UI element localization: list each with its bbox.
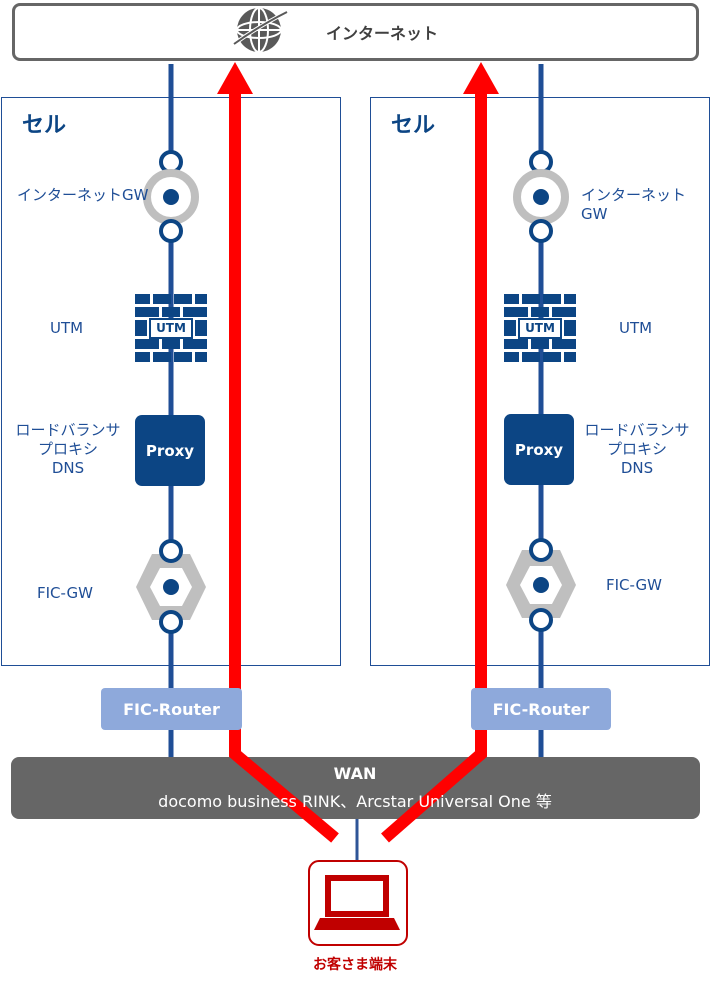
fic-gw-label-left: FIC-GW bbox=[37, 584, 93, 602]
utm-firewall-icon-left bbox=[135, 294, 207, 362]
utm-label-right: UTM bbox=[619, 319, 653, 337]
proxy-icon-left: Proxy bbox=[135, 415, 205, 486]
customer-terminal-label: お客さま端末 bbox=[313, 957, 397, 973]
load-balancer-text: ロードバランサ bbox=[15, 421, 121, 439]
flow-line-right bbox=[381, 90, 487, 843]
flow-line-left bbox=[229, 90, 339, 843]
dns-text: DNS bbox=[620, 459, 654, 477]
proxy-icon-right: Proxy bbox=[504, 414, 574, 485]
fic-gw-icon-left bbox=[136, 539, 206, 634]
internet-box bbox=[12, 3, 699, 61]
internet-gw-label-left: インターネットGW bbox=[17, 186, 149, 204]
cell-title-right: セル bbox=[391, 113, 436, 138]
fic-router-left: FIC-Router bbox=[101, 688, 242, 730]
utm-firewall-icon-right bbox=[504, 294, 576, 362]
internet-label: インターネット bbox=[325, 24, 438, 43]
fic-gw-label-right: FIC-GW bbox=[606, 576, 662, 594]
wan-subtitle: docomo business RINK、Arcstar Universal O… bbox=[158, 792, 552, 811]
proxy-label-left: ロードバランサ プロキシ DNS bbox=[12, 421, 124, 478]
dns-text: DNS bbox=[51, 459, 85, 477]
cell-title-left: セル bbox=[22, 113, 67, 138]
arrow-head-right bbox=[463, 62, 499, 94]
wan-title: WAN bbox=[333, 764, 377, 783]
proxy-text: プロキシ bbox=[37, 440, 98, 458]
utm-icon-text-left: UTM bbox=[156, 321, 186, 335]
traffic-flow-arrows bbox=[217, 62, 499, 843]
internet-gw-label-right: インターネットGW bbox=[581, 186, 687, 223]
utm-icon-text-right: UTM bbox=[525, 321, 555, 335]
internet-gw-icon-right bbox=[513, 150, 569, 243]
fic-gw-icon-right bbox=[506, 538, 576, 632]
wan-box bbox=[11, 757, 700, 819]
fic-router-right: FIC-Router bbox=[471, 688, 611, 730]
utm-label-left: UTM bbox=[50, 319, 84, 337]
proxy-text: プロキシ bbox=[606, 440, 667, 458]
globe-icon bbox=[232, 7, 288, 53]
laptop-icon bbox=[308, 860, 408, 946]
arrow-head-left bbox=[217, 62, 253, 94]
internet-gw-icon-left bbox=[143, 150, 199, 243]
proxy-label-right: ロードバランサ プロキシ DNS bbox=[581, 421, 693, 478]
internet-title-row: インターネット bbox=[0, 0, 710, 64]
load-balancer-text: ロードバランサ bbox=[584, 421, 690, 439]
